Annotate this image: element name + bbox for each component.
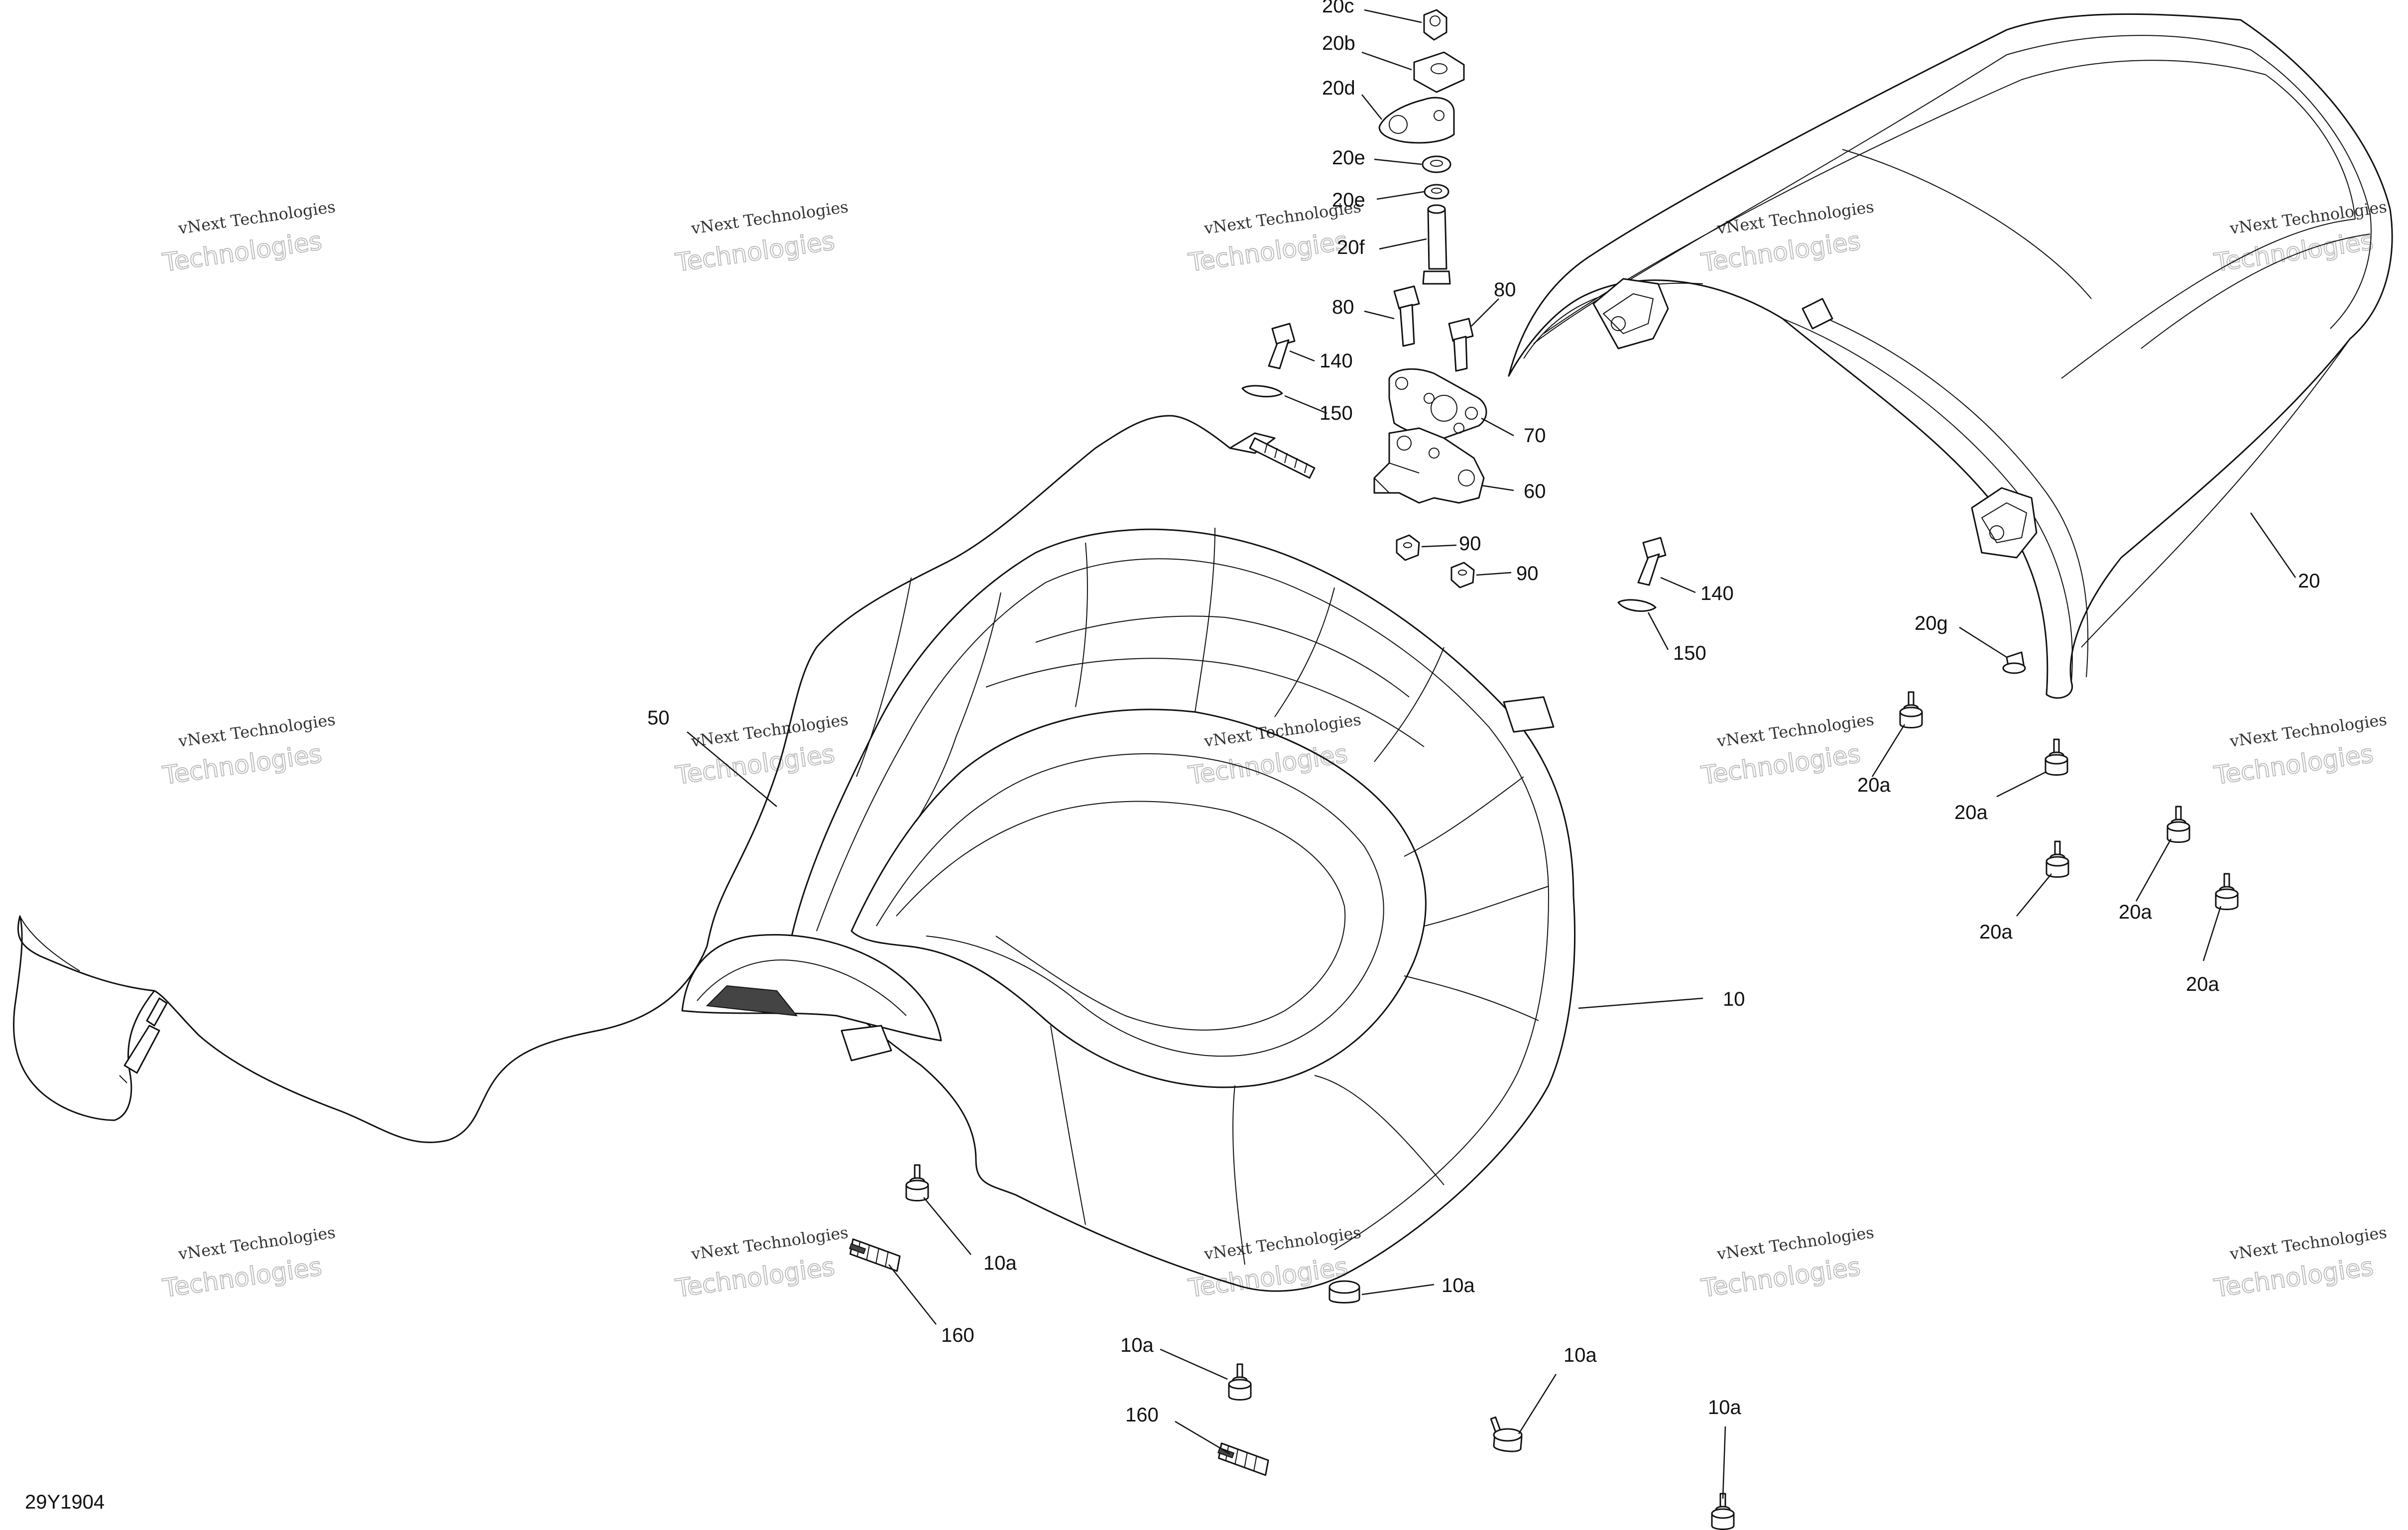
callout-140: 140 xyxy=(1700,583,1734,604)
watermark: vNext Technologies Technologies xyxy=(1186,710,1362,791)
callout-80: 80 xyxy=(1332,296,1354,318)
bolt-140 xyxy=(1642,537,1667,561)
latch-body-60 xyxy=(1373,427,1485,504)
clip-160 xyxy=(849,1238,901,1272)
callout-50: 50 xyxy=(647,707,670,729)
square-nut-20b xyxy=(1413,51,1465,93)
pin-20f xyxy=(1427,208,1447,270)
callout-10a: 10a xyxy=(1708,1397,1741,1418)
callout-20f: 20f xyxy=(1337,236,1365,258)
figure-id: 29Y1904 xyxy=(25,1491,105,1513)
watermark: vNext Technologies Technologies xyxy=(1699,197,1875,278)
washer-20e xyxy=(1422,155,1451,173)
bumper-10a xyxy=(1328,1280,1360,1303)
callout-20a: 20a xyxy=(1857,774,1891,796)
washer-20e xyxy=(1424,184,1449,200)
callout-20e: 20e xyxy=(1332,147,1365,169)
watermark: vNext Technologies Technologies xyxy=(2212,1223,2388,1303)
clip-150 xyxy=(1241,385,1283,398)
callout-10a: 10a xyxy=(1442,1275,1475,1296)
watermark: vNext Technologies Technologies xyxy=(160,1223,337,1303)
watermark: vNext Technologies Technologies xyxy=(160,197,337,278)
clip-150 xyxy=(1617,599,1657,612)
clip-160 xyxy=(1217,1442,1269,1476)
bolt-80 xyxy=(1448,318,1474,342)
callout-150: 150 xyxy=(1320,402,1353,424)
passenger-seat-part-20 xyxy=(1508,13,2393,699)
latch-hardware-stack xyxy=(1241,9,2026,674)
callout-80: 80 xyxy=(1494,279,1516,301)
bolt-80 xyxy=(1393,285,1420,310)
leader-lines xyxy=(687,9,2296,1499)
bumper-20a xyxy=(2045,738,2068,776)
callout-20e: 20e xyxy=(1332,189,1365,211)
watermark: vNext Technologies Technologies xyxy=(673,710,849,791)
bumper-20a xyxy=(1899,691,1923,728)
rubber-bumpers xyxy=(849,691,2239,1530)
callout-160: 160 xyxy=(941,1324,974,1346)
callout-20d: 20d xyxy=(1322,77,1355,99)
callout-60: 60 xyxy=(1524,480,1546,502)
watermark: vNext Technologies Technologies xyxy=(2212,197,2388,278)
callout-90: 90 xyxy=(1459,533,1481,555)
watermark: vNext Technologies Technologies xyxy=(160,710,337,791)
callout-labels: 20c 20b 20d 20e 20e 20f 80 80 140 150 70… xyxy=(25,0,2320,1513)
callout-10: 10 xyxy=(1723,988,1745,1010)
mounting-plate-70 xyxy=(1388,368,1487,439)
watermark: vNext Technologies Technologies xyxy=(1699,710,1875,791)
callout-10a: 10a xyxy=(1120,1334,1154,1356)
callout-20a: 20a xyxy=(2119,901,2152,923)
callout-20a: 20a xyxy=(1979,921,2013,943)
bumper-10a xyxy=(1711,1493,1735,1530)
callout-20g: 20g xyxy=(1915,612,1948,634)
callout-20b: 20b xyxy=(1322,32,1355,54)
callout-70: 70 xyxy=(1524,425,1546,447)
callout-160: 160 xyxy=(1125,1404,1159,1426)
plate-20d xyxy=(1378,97,1455,144)
callout-10a: 10a xyxy=(1564,1344,1597,1366)
watermark: vNext Technologies Technologies xyxy=(1699,1223,1875,1303)
callout-90: 90 xyxy=(1516,563,1539,585)
main-seat-part-10 xyxy=(681,527,1576,1292)
callout-150: 150 xyxy=(1673,642,1706,664)
callout-10a: 10a xyxy=(983,1252,1017,1274)
callout-140: 140 xyxy=(1320,350,1353,372)
watermark: vNext Technologies Technologies xyxy=(673,197,849,278)
callout-20c: 20c xyxy=(1322,0,1354,17)
bumper-10a xyxy=(905,1164,929,1201)
bumper-20a xyxy=(2046,840,2069,878)
bumper-20a xyxy=(2215,873,2239,910)
callout-20a: 20a xyxy=(2186,973,2219,995)
nut-20c xyxy=(1423,9,1447,41)
cable-part-50 xyxy=(13,415,1316,1143)
watermark: vNext Technologies Technologies xyxy=(2212,710,2388,791)
bumper-10a xyxy=(1490,1416,1523,1452)
callout-20a: 20a xyxy=(1954,802,1988,824)
bumper-20a xyxy=(2167,806,2190,843)
bumper-10a xyxy=(1228,1363,1252,1401)
callout-20: 20 xyxy=(2298,570,2320,592)
watermark: vNext Technologies Technologies xyxy=(673,1223,849,1303)
